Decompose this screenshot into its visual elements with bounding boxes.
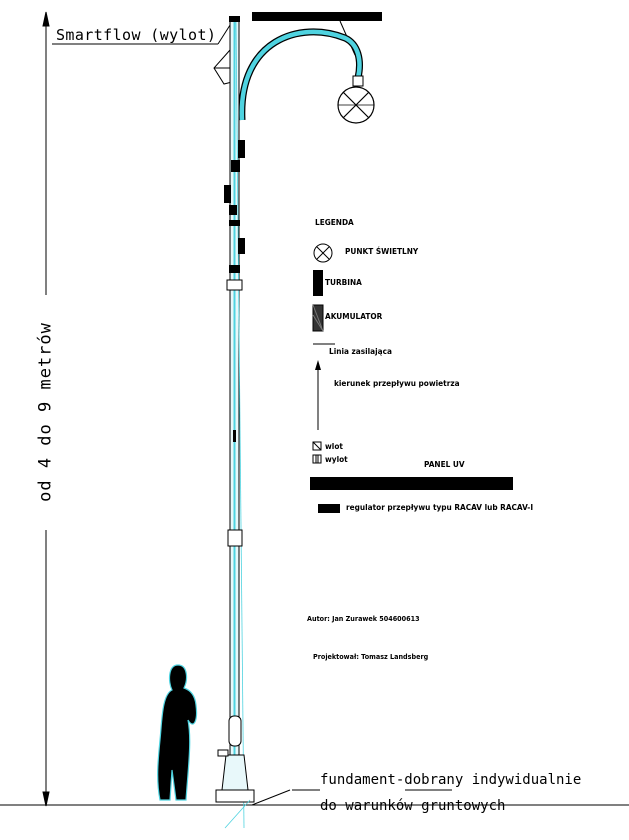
legend-battery: AKUMULATOR xyxy=(325,312,383,321)
bracket xyxy=(213,48,233,85)
legend-panel: PANEL UV xyxy=(424,460,465,469)
smartflow-label: Smartflow (wylot) xyxy=(56,26,217,44)
legend-light-point: PUNKT ŚWIETLNY xyxy=(345,247,419,256)
legend-symbols xyxy=(310,243,513,513)
legend-power-line: Linia zasilająca xyxy=(329,347,392,356)
light-point-icon xyxy=(313,243,333,263)
legend-outlet: wylot xyxy=(325,455,348,464)
legend-regulator: regulator przepływu typu RACAV lub RACAV… xyxy=(346,503,534,512)
pole-components xyxy=(224,140,245,442)
human-silhouette xyxy=(157,664,198,801)
panel-uv-bar xyxy=(310,477,513,490)
top-panel xyxy=(252,12,382,21)
pole xyxy=(215,16,291,829)
outlet-icon xyxy=(312,454,322,464)
legend-airflow: kierunek przepływu powietrza xyxy=(334,379,460,388)
legend-title: LEGENDA xyxy=(315,218,354,227)
height-dimension xyxy=(42,11,50,807)
foundation-label-1: fundament-dobrany indywidualnie xyxy=(320,772,582,788)
designer-credit: Projektował: Tomasz Landsberg xyxy=(313,653,429,661)
author-credit: Autor: Jan Zurawek 504600613 xyxy=(307,615,420,623)
foundation-label-2: do warunków gruntowych xyxy=(320,798,506,814)
lamp-globe xyxy=(337,86,375,124)
height-label: od 4 do 9 metrów xyxy=(35,322,56,502)
regulator-icon xyxy=(318,504,340,513)
legend-turbine: TURBINA xyxy=(325,278,362,287)
turbine-icon xyxy=(313,270,323,296)
legend-inlet: wlot xyxy=(325,442,343,451)
